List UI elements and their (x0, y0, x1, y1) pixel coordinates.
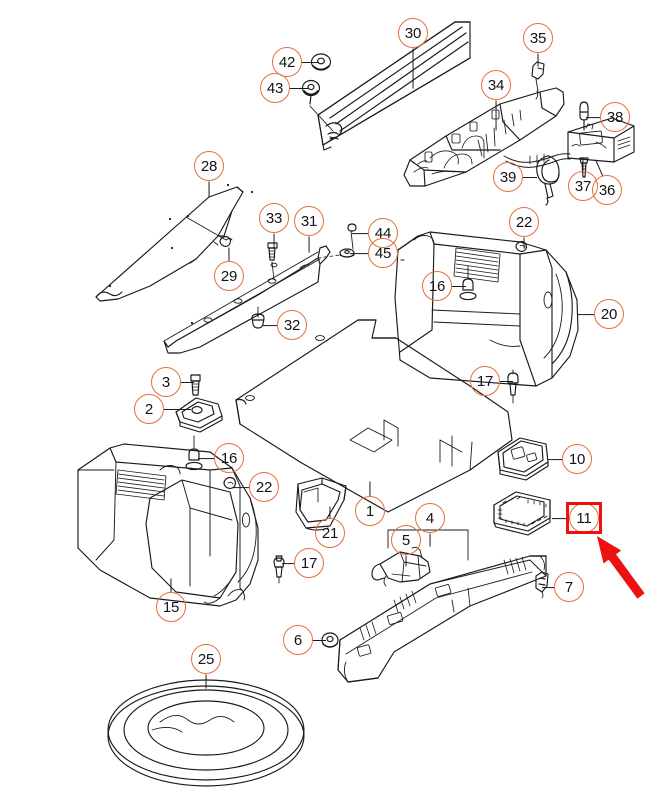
part-35-clip (531, 61, 545, 100)
callout-leader-line (542, 587, 554, 589)
callout-leader-line (452, 286, 466, 288)
callout-32[interactable]: 32 (277, 310, 307, 340)
rear-sill-trim (337, 555, 547, 683)
callout-28[interactable]: 28 (194, 151, 224, 181)
callout-43[interactable]: 43 (260, 73, 290, 103)
callout-leader-line (208, 181, 210, 198)
callout-35[interactable]: 35 (523, 23, 553, 53)
callout-16[interactable]: 16 (422, 271, 452, 301)
part-21-storage-tray (295, 477, 347, 531)
callout-leader-line (198, 458, 214, 460)
part-1-floor-panel (235, 319, 513, 513)
callout-leader-line (412, 48, 414, 89)
callout-38[interactable]: 38 (600, 102, 630, 132)
callout-25[interactable]: 25 (191, 644, 221, 674)
callout-leader-line (586, 117, 600, 119)
callout-37[interactable]: 37 (568, 171, 598, 201)
part-11-storage-frame (493, 491, 551, 536)
part-38-grommet (579, 101, 589, 131)
part-32-rivet (251, 306, 265, 329)
callout-leader-line (282, 563, 294, 565)
part-16-rivet-left (185, 435, 203, 471)
callout-leader-line (228, 247, 230, 262)
callout-leader-line (523, 237, 525, 249)
callout-20[interactable]: 20 (594, 299, 624, 329)
part-34-trim-carrier (403, 87, 565, 187)
callout-29[interactable]: 29 (214, 261, 244, 291)
callout-1[interactable]: 1 (355, 496, 385, 526)
callout-leader-line (263, 325, 277, 327)
part-22-cap-right (515, 240, 528, 253)
part-22-cap-left (223, 476, 237, 490)
callout-10[interactable]: 10 (562, 444, 592, 474)
callout-leader-line (273, 233, 275, 249)
part-7-expanding-clip (535, 571, 549, 599)
callout-leader-line (181, 382, 194, 384)
callout-15[interactable]: 15 (156, 592, 186, 622)
callout-leader-line (369, 481, 371, 497)
part-2-retaining-plate (175, 397, 223, 433)
callout-45[interactable]: 45 (368, 238, 398, 268)
callout-6[interactable]: 6 (283, 625, 313, 655)
callout-42[interactable]: 42 (272, 47, 302, 77)
part-3-bolt (190, 374, 201, 396)
callout-leader-line (290, 88, 308, 90)
callout-leader-line (548, 459, 562, 461)
callout-leader-line (523, 177, 537, 179)
callout-33[interactable]: 33 (259, 203, 289, 233)
callout-5[interactable]: 5 (391, 525, 421, 555)
part-44-pin (347, 223, 357, 250)
callout-2[interactable]: 2 (134, 394, 164, 424)
part-20-right-trim (394, 231, 579, 387)
callout-leader-line (537, 53, 539, 67)
part-10-storage-lid (497, 437, 549, 481)
part-17-rivet-left (273, 555, 285, 584)
part-30-parcel-shelf (317, 21, 471, 151)
part-15-left-trim (77, 443, 259, 607)
callout-leader-line (329, 506, 331, 519)
callout-30[interactable]: 30 (398, 18, 428, 48)
part-39-cable-tie (536, 155, 560, 206)
part-29-clip (213, 235, 233, 248)
highlight-box-item-11 (566, 502, 602, 534)
callout-7[interactable]: 7 (554, 572, 584, 602)
callout-39[interactable]: 39 (493, 162, 523, 192)
callout-17[interactable]: 17 (470, 366, 500, 396)
callout-leader-line (495, 100, 497, 131)
callout-16[interactable]: 16 (214, 443, 244, 473)
callout-17[interactable]: 17 (294, 548, 324, 578)
part-16-rivet-right (459, 265, 477, 301)
callout-leader-line (500, 381, 513, 383)
callout-31[interactable]: 31 (294, 206, 324, 236)
callout-leader-line (577, 314, 594, 316)
part-31-support-rail (163, 245, 331, 354)
callout-leader-line (308, 236, 310, 253)
callout-leader-line (352, 233, 368, 235)
callout-4[interactable]: 4 (415, 503, 445, 533)
callout-leader-line (313, 640, 326, 642)
callout-leader-line (164, 409, 191, 411)
callout-leader-line (233, 487, 249, 489)
part-28-shelf-lining (95, 183, 254, 302)
part-17-rivet-right (507, 369, 519, 404)
callout-leader-line (170, 578, 172, 593)
callout-leader-line (205, 674, 207, 689)
callout-21[interactable]: 21 (315, 518, 345, 548)
callout-leader-line (595, 160, 604, 177)
callout-22[interactable]: 22 (249, 472, 279, 502)
callout-3[interactable]: 3 (151, 367, 181, 397)
callout-leader-line (302, 62, 318, 64)
callout-leader-line (350, 253, 368, 255)
callout-34[interactable]: 34 (481, 70, 511, 100)
callout-leader-line (429, 533, 431, 547)
callout-22[interactable]: 22 (509, 207, 539, 237)
callout-leader-line (405, 555, 407, 567)
